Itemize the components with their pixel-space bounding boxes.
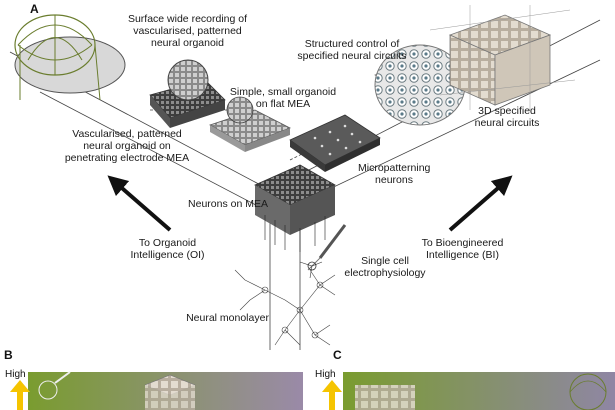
cube-circuits-illustration xyxy=(429,5,576,110)
axis-high-b: High xyxy=(5,369,26,380)
panel-letter-a: A xyxy=(30,2,39,16)
label-neurons-on-mea: Neurons on MEA xyxy=(188,198,268,210)
panel-c-thumbnails xyxy=(355,373,607,410)
panel-b-high-arrow xyxy=(10,380,30,410)
label-neural-monolayer: Neural monolayer xyxy=(186,312,269,324)
arrow-to-oi xyxy=(107,175,172,232)
micropatterning-plate-illustration xyxy=(289,114,381,172)
organoid-penetrating-mea-illustration xyxy=(149,59,226,128)
label-3d-specified: 3D specified neural circuits xyxy=(474,105,540,129)
panel-letter-c: C xyxy=(333,348,342,362)
structured-circuits-illustration xyxy=(374,44,471,126)
neurons-mea-illustration xyxy=(254,164,336,252)
label-single-cell: Single cell electrophysiology xyxy=(344,255,426,279)
axis-high-c: High xyxy=(315,369,336,380)
pipette-illustration xyxy=(299,224,347,279)
neural-monolayer-illustration xyxy=(234,269,336,346)
panel-b-thumbnails xyxy=(38,371,196,410)
organoid-flat-mea-illustration xyxy=(209,96,291,152)
label-vascularised-penetrating: Vascularised, patterned neural organoid … xyxy=(64,128,190,164)
arrow-to-bi xyxy=(448,175,513,232)
label-to-oi: To Organoid Intelligence (OI) xyxy=(130,237,205,261)
label-micropatterning: Micropatterning neurons xyxy=(358,162,431,186)
label-to-bi: To Bioengineered Intelligence (BI) xyxy=(421,237,504,261)
panel-letter-b: B xyxy=(4,348,13,362)
label-structured-control: Structured control of specified neural c… xyxy=(297,38,407,62)
label-surface-recording: Surface wide recording of vascularised, … xyxy=(127,13,248,49)
label-simple-organoid: Simple, small organoid on flat MEA xyxy=(229,86,337,110)
panel-c-high-arrow xyxy=(322,380,342,410)
caged-organoid-illustration xyxy=(14,14,126,101)
